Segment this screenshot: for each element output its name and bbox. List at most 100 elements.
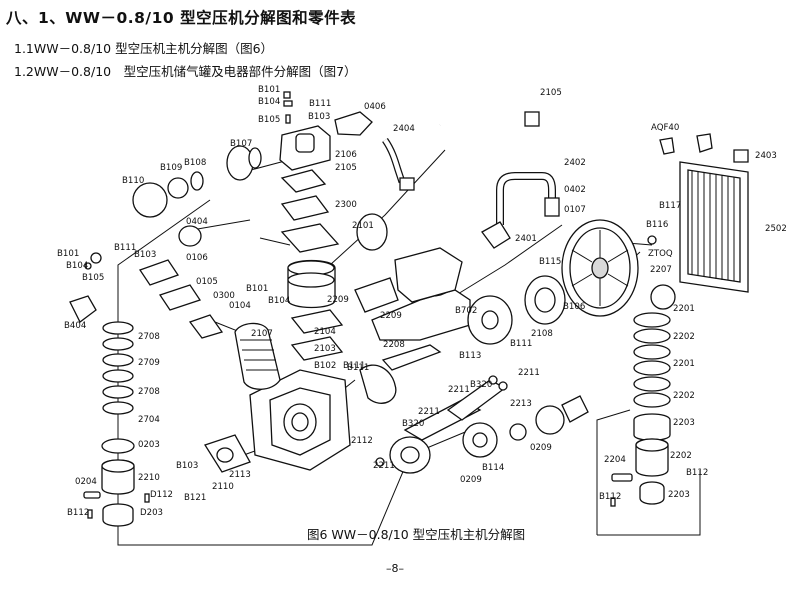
part-label: 2708 [138, 332, 160, 342]
part-label: 2105 [540, 88, 562, 98]
part-label: D203 [140, 508, 163, 518]
part-label: B103 [134, 250, 156, 260]
part-label: 2202 [673, 332, 695, 342]
part-label: B116 [646, 220, 668, 230]
unloader-valve-group [354, 247, 463, 313]
flywheel-group [467, 219, 657, 345]
part-label: B101 [57, 249, 79, 259]
part-label: 2202 [670, 451, 692, 461]
part-label: B111 [309, 99, 331, 109]
part-label: B106 [563, 302, 585, 312]
part-label: B103 [176, 461, 198, 471]
part-label: ZTOQ [648, 249, 673, 259]
part-label: 0203 [138, 440, 160, 450]
part-label: 2207 [650, 265, 672, 275]
part-label: 2211 [418, 407, 440, 417]
toc-entry-2[interactable]: 1.2WW－0.8/10 型空压机储气罐及电器部件分解图（图7） [14, 64, 357, 79]
part-label: 2204 [604, 455, 626, 465]
part-label: B107 [230, 139, 252, 149]
part-label: 2403 [755, 151, 777, 161]
part-label: B102 [314, 361, 336, 371]
part-label: 2107 [251, 329, 273, 339]
part-label: 2211 [373, 461, 395, 471]
part-label: 2113 [229, 470, 251, 480]
part-label: 2101 [352, 221, 374, 231]
leader-lines [117, 149, 701, 546]
part-label: 2112 [351, 436, 373, 446]
part-label: 2103 [314, 344, 336, 354]
part-label: B111 [114, 243, 136, 253]
part-label: 2108 [531, 329, 553, 339]
part-label: B111 [347, 363, 369, 373]
part-label: B320 [470, 380, 492, 390]
part-label: 2502 [765, 224, 787, 234]
part-label: B115 [539, 257, 561, 267]
right-parts-column [610, 284, 676, 507]
part-label: 2401 [515, 234, 537, 244]
part-label: 2203 [668, 490, 690, 500]
part-label: B105 [258, 115, 280, 125]
part-label: 2209 [380, 311, 402, 321]
part-label: 0107 [564, 205, 586, 215]
part-label: B104 [258, 97, 280, 107]
pipe-assembly-top [382, 80, 560, 249]
part-label: 2201 [673, 359, 695, 369]
part-label: 0404 [186, 217, 208, 227]
part-label: 2104 [314, 327, 336, 337]
part-label: 0105 [196, 277, 218, 287]
toc-entry-1[interactable]: 1.1WW－0.8/10 型空压机主机分解图（图6） [14, 41, 274, 56]
part-label: B101 [258, 85, 280, 95]
part-label: 0402 [564, 185, 586, 195]
part-label: 2211 [518, 368, 540, 378]
page-number: –8– [386, 562, 404, 575]
part-label: 2708 [138, 387, 160, 397]
part-label: B110 [122, 176, 144, 186]
part-label: B104 [268, 296, 290, 306]
part-label: 0209 [530, 443, 552, 453]
part-label: 2203 [673, 418, 695, 428]
part-label: B108 [184, 158, 206, 168]
part-label: 2404 [393, 124, 415, 134]
part-label: B104 [66, 261, 88, 271]
part-label: B109 [160, 163, 182, 173]
part-label: 2709 [138, 358, 160, 368]
part-label: 2300 [335, 200, 357, 210]
part-label: B111 [343, 361, 365, 371]
page-heading: 八、1、WW－0.8/10 型空压机分解图和零件表 [6, 9, 357, 27]
part-label: 0209 [460, 475, 482, 485]
part-label: B112 [599, 492, 621, 502]
cylinder-head-group [132, 91, 388, 361]
part-label: 0406 [364, 102, 386, 112]
part-label: B114 [482, 463, 504, 473]
part-label: 0106 [186, 253, 208, 263]
part-label: 2402 [564, 158, 586, 168]
part-label: B702 [455, 306, 477, 316]
figure-caption: 图6 WW－0.8/10 型空压机主机分解图 [307, 527, 526, 542]
part-label: B101 [246, 284, 268, 294]
part-label: 2110 [212, 482, 234, 492]
part-label: 0204 [75, 477, 97, 487]
part-label: 2201 [673, 304, 695, 314]
part-label: 2209 [327, 295, 349, 305]
part-label: B103 [308, 112, 330, 122]
cooler-group [659, 133, 749, 293]
part-label: B121 [184, 493, 206, 503]
part-label: 2106 [335, 150, 357, 160]
part-label: 2704 [138, 415, 160, 425]
part-label: AQF40 [651, 123, 679, 133]
part-label: B404 [64, 321, 86, 331]
part-label: 0104 [229, 301, 251, 311]
part-label: D112 [150, 490, 173, 500]
part-label: 2211 [448, 385, 470, 395]
crankcase-group [204, 322, 351, 473]
part-label: B112 [686, 468, 708, 478]
part-label: B112 [67, 508, 89, 518]
part-label: 2208 [383, 340, 405, 350]
part-label: B105 [82, 273, 104, 283]
part-label: B111 [510, 339, 532, 349]
part-label: 0300 [213, 291, 235, 301]
part-label: 2105 [335, 163, 357, 173]
left-parts-column [69, 252, 224, 527]
